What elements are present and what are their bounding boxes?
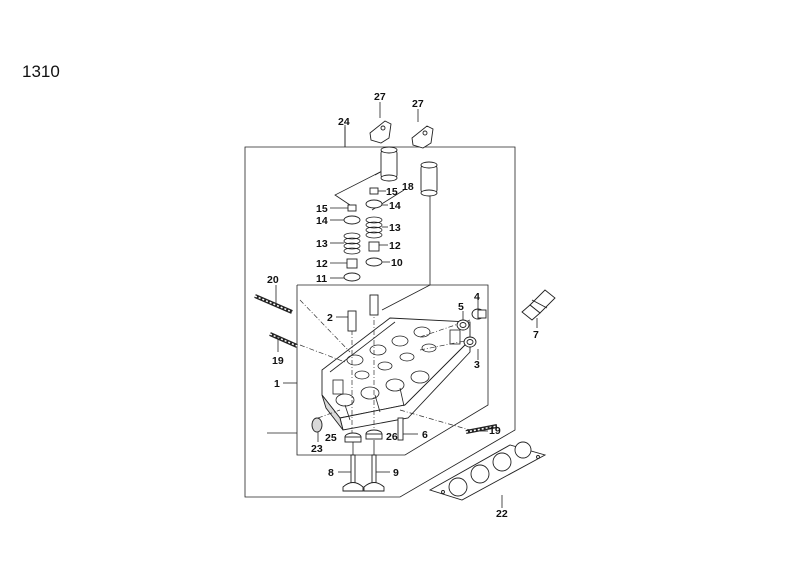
stud-19-right: [465, 424, 498, 434]
callout-22: 22: [496, 508, 508, 520]
stud-19-left: [269, 332, 298, 348]
spring-retainer-14b: [365, 199, 383, 209]
callout-10: 10: [391, 257, 403, 269]
callout-23: 23: [311, 443, 323, 455]
plug-4: [471, 308, 487, 320]
spring-seat-11: [343, 272, 361, 282]
valve-keeper-15a: [347, 204, 357, 212]
callout-18: 18: [402, 181, 414, 193]
callout-4: 4: [474, 291, 480, 303]
valve-spring-13b: [365, 216, 383, 239]
plug-5: [456, 319, 470, 331]
rocker-arm-left: [369, 120, 392, 144]
valve-seat-25: [344, 432, 362, 443]
callout-8: 8: [328, 467, 334, 479]
head-gasket-22: [428, 441, 547, 501]
valve-stack-left: [343, 204, 361, 332]
callout-6: 6: [422, 429, 428, 441]
rocker-arm-right: [411, 125, 434, 149]
callout-9: 9: [393, 467, 399, 479]
callout-12b: 12: [389, 240, 401, 252]
lifter-left: [380, 146, 398, 182]
valve-seal-12a: [346, 258, 358, 269]
callout-27a: 27: [374, 91, 386, 103]
callout-14a: 14: [316, 215, 328, 227]
callout-5: 5: [458, 301, 464, 313]
valve-9: [363, 454, 385, 492]
valve-keeper-15b: [369, 187, 379, 195]
callout-19b: 19: [489, 425, 501, 437]
callout-13a: 13: [316, 238, 328, 250]
assembly-frame-inner: [296, 284, 489, 456]
callout-15b: 15: [386, 186, 398, 198]
callout-13b: 13: [389, 222, 401, 234]
callout-26: 26: [386, 431, 398, 443]
callout-14b: 14: [389, 200, 401, 212]
callout-1: 1: [274, 378, 280, 390]
valve-seat-26: [365, 429, 383, 440]
callout-2: 2: [327, 312, 333, 324]
callout-11: 11: [316, 273, 327, 285]
spring-retainer-14a: [343, 215, 361, 225]
plug-23: [311, 417, 323, 433]
callout-7: 7: [533, 329, 539, 341]
spring-seat-10: [365, 257, 383, 267]
valve-guide-2: [347, 310, 357, 332]
valve-stack-right: [365, 187, 383, 316]
callout-3: 3: [474, 359, 480, 371]
callout-27b: 27: [412, 98, 424, 110]
callout-20: 20: [267, 274, 279, 286]
valve-8: [342, 454, 364, 492]
lifter-right: [420, 161, 438, 197]
valve-spring-13a: [343, 232, 361, 255]
callout-25: 25: [325, 432, 337, 444]
dowel-pin-6: [397, 417, 404, 441]
callout-19a: 19: [272, 355, 284, 367]
stud-20: [254, 294, 293, 314]
plug-3: [463, 336, 477, 348]
callout-24: 24: [338, 116, 350, 128]
assembly-frame-outer: [244, 125, 516, 498]
valve-guide-right: [369, 294, 379, 316]
temperature-sensor-7: [521, 289, 556, 321]
page-title: 1310: [22, 62, 60, 81]
valve-seal-12b: [368, 241, 380, 252]
callout-12a: 12: [316, 258, 328, 270]
callout-15a: 15: [316, 203, 328, 215]
cylinder-head: [321, 317, 471, 431]
